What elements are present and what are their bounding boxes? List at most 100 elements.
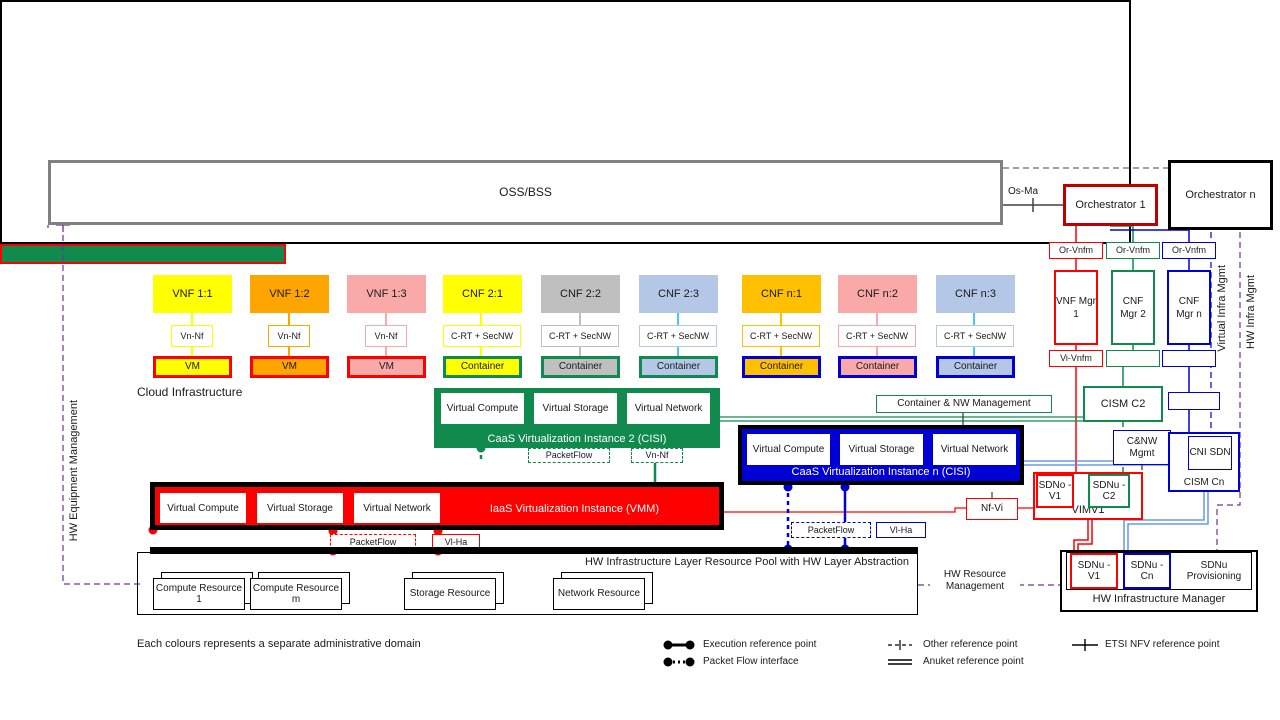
hw-infrastructure-manager-label: HW Infrastructure Manager <box>1092 593 1226 606</box>
sdnu-provisioning-box[interactable]: SDNu Provisioning <box>1178 553 1250 589</box>
nf-exec-box-1[interactable]: VM <box>250 356 329 378</box>
nf-vi-rp[interactable]: Nf-Vi <box>966 498 1018 520</box>
manager-box-0[interactable]: VNF Mgr 1 <box>1054 270 1098 345</box>
caas-virtualization-instance-2[interactable]: Virtual Compute Virtual Storage Virtual … <box>434 388 720 448</box>
oss-bss-label: OSS/BSS <box>499 184 552 199</box>
hw-abstraction-bar <box>150 547 918 554</box>
nf-box-5[interactable]: CNF 2:3 <box>639 275 718 313</box>
caas2-packetflow-rp[interactable]: PacketFlow <box>528 448 610 463</box>
nf-rp-label-3: C-RT + SecNW <box>451 330 513 341</box>
nf-exec-box-7[interactable]: Container <box>838 356 917 378</box>
nf-exec-box-3[interactable]: Container <box>443 356 522 378</box>
nf-box-0[interactable]: VNF 1:1 <box>153 275 232 313</box>
caas2-virtual-storage: Virtual Storage <box>533 392 618 425</box>
or-vnfm-label-0: Or-Vnfm <box>1058 245 1093 256</box>
iaas-virtual-storage: Virtual Storage <box>255 491 345 525</box>
unlabeled-blue-rp[interactable] <box>1168 392 1220 410</box>
container-nw-management-box[interactable]: Container & NW Management <box>876 395 1052 413</box>
caas2-vn-nf-rp[interactable]: Vn-Nf <box>631 448 683 463</box>
hw-resource-0[interactable]: Compute Resource 1 <box>153 578 245 610</box>
legend-packetflow-label: Packet Flow interface <box>703 656 799 667</box>
nf-box-4[interactable]: CNF 2:2 <box>541 275 620 313</box>
oss-bss-box[interactable]: OSS/BSS <box>48 160 1003 225</box>
or-vnfm-rp-2[interactable]: Or-Vnfm <box>1162 242 1216 259</box>
sdno-v1-box[interactable]: SDNo -V1 <box>1036 474 1074 508</box>
nf-box-3[interactable]: CNF 2:1 <box>443 275 522 313</box>
orchestrator-1-label: Orchestrator 1 <box>1075 198 1146 211</box>
sdnu-c2-box[interactable]: SDNu -C2 <box>1088 474 1130 508</box>
nf-rp-label-2: Vn-Nf <box>374 330 398 341</box>
nf-label-1: VNF 1:2 <box>269 287 310 300</box>
nf-box-8[interactable]: CNF n:3 <box>936 275 1015 313</box>
nf-reference-point-4[interactable]: C-RT + SecNW <box>541 325 619 347</box>
nf-label-7: CNF n:2 <box>857 287 898 300</box>
or-vnfm-rp-0[interactable]: Or-Vnfm <box>1049 242 1103 259</box>
caasn-packetflow-rp[interactable]: PacketFlow <box>791 522 871 538</box>
nf-reference-point-7[interactable]: C-RT + SecNW <box>838 325 916 347</box>
nf-box-6[interactable]: CNF n:1 <box>742 275 821 313</box>
hw-resource-3[interactable]: Network Resource <box>553 578 645 610</box>
nf-exec-box-0[interactable]: VM <box>153 356 232 378</box>
cism-cn-label: CISM Cn <box>1183 476 1225 488</box>
nf-exec-label-7: Container <box>855 361 900 373</box>
or-vnfm-label-2: Or-Vnfm <box>1171 245 1206 256</box>
sdnu-v1-box[interactable]: SDNu -V1 <box>1070 553 1118 589</box>
cism-c2-box[interactable]: CISM C2 <box>1083 386 1163 422</box>
manager-box-1[interactable]: CNF Mgr 2 <box>1111 270 1155 345</box>
orchestrator-n-box[interactable]: Orchestrator n <box>1168 160 1273 230</box>
orchestrator-1-box[interactable]: Orchestrator 1 <box>1063 184 1158 226</box>
hw-resource-label-3: Network Resource <box>557 588 641 600</box>
nf-exec-box-5[interactable]: Container <box>639 356 718 378</box>
nf-label-2: VNF 1:3 <box>366 287 407 300</box>
nf-exec-label-2: VM <box>379 361 394 373</box>
caas-virtualization-instance-n[interactable]: Virtual Compute Virtual Storage Virtual … <box>738 425 1024 485</box>
nf-exec-box-4[interactable]: Container <box>541 356 620 378</box>
hw-pool-label: HW Infrastructure Layer Resource Pool wi… <box>584 556 909 568</box>
nf-rp-label-8: C-RT + SecNW <box>944 330 1006 341</box>
nf-reference-point-1[interactable]: Vn-Nf <box>268 325 310 347</box>
legend: Execution reference point Packet Flow in… <box>655 638 1275 674</box>
nf-exec-label-8: Container <box>953 361 998 373</box>
iaas-virtualization-instance[interactable]: Virtual Compute Virtual Storage Virtual … <box>150 482 724 530</box>
caas2-title: CaaS Virtualization Instance 2 (CISI) <box>487 433 667 446</box>
nf-box-2[interactable]: VNF 1:3 <box>347 275 426 313</box>
hw-resource-1[interactable]: Compute Resource m <box>250 578 342 610</box>
nf-reference-point-3[interactable]: C-RT + SecNW <box>443 325 521 347</box>
nf-label-3: CNF 2:1 <box>462 287 503 300</box>
caasn-title: CaaS Virtualization Instance n (CISI) <box>791 466 971 479</box>
legend-execution-label: Execution reference point <box>703 639 817 650</box>
hw-resource-label-0: Compute Resource 1 <box>155 582 243 606</box>
nf-reference-point-6[interactable]: C-RT + SecNW <box>742 325 820 347</box>
nf-exec-label-4: Container <box>558 361 603 373</box>
or-vnfm-rp-1[interactable]: Or-Vnfm <box>1106 242 1160 259</box>
cloud-infrastructure-frame <box>0 0 1131 244</box>
nf-exec-box-2[interactable]: VM <box>347 356 426 378</box>
nf-reference-point-0[interactable]: Vn-Nf <box>171 325 213 347</box>
cnw-mgmt-box[interactable]: C&NW Mgmt <box>1113 430 1171 465</box>
sdnu-cn-box[interactable]: SDNu -Cn <box>1123 553 1171 589</box>
nf-box-7[interactable]: CNF n:2 <box>838 275 917 313</box>
manager-box-2[interactable]: CNF Mgr n <box>1167 270 1211 345</box>
caas2-virtual-compute: Virtual Compute <box>440 392 525 425</box>
nf-label-4: CNF 2:2 <box>560 287 601 300</box>
nf-exec-box-8[interactable]: Container <box>936 356 1015 378</box>
caasn-vl-ha-rp[interactable]: Vl-Ha <box>876 522 926 538</box>
vi-vnfm-rp-2[interactable] <box>1162 350 1216 367</box>
nf-reference-point-2[interactable]: Vn-Nf <box>365 325 407 347</box>
iaas-virtual-compute: Virtual Compute <box>158 491 248 525</box>
nf-reference-point-5[interactable]: C-RT + SecNW <box>639 325 717 347</box>
nf-reference-point-8[interactable]: C-RT + SecNW <box>936 325 1014 347</box>
legend-etsi-label: ETSI NFV reference point <box>1105 639 1220 650</box>
nf-rp-label-4: C-RT + SecNW <box>549 330 611 341</box>
manager-label-1: CNF Mgr 2 <box>1120 295 1146 320</box>
caas2-virtual-network: Virtual Network <box>626 392 711 425</box>
hw-im-inner-frame <box>1066 552 1252 590</box>
hw-resource-2[interactable]: Storage Resource <box>404 578 496 610</box>
vi-vnfm-rp-1[interactable] <box>1106 350 1160 367</box>
nf-exec-box-6[interactable]: Container <box>742 356 821 378</box>
nf-label-6: CNF n:1 <box>761 287 802 300</box>
hw-equipment-management-label: HW Equipment Management <box>68 400 80 542</box>
cni-sdn-box[interactable]: CNI SDN <box>1188 436 1232 470</box>
nf-box-1[interactable]: VNF 1:2 <box>250 275 329 313</box>
vi-vnfm-rp-0[interactable]: Vi-Vnfm <box>1049 350 1103 367</box>
